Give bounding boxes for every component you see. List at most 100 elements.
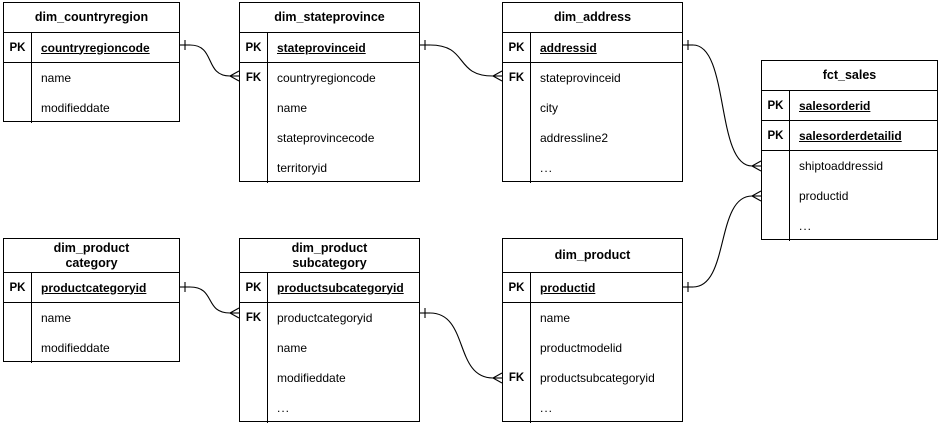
relationship-line <box>692 44 753 167</box>
attribute-name: productid <box>799 189 849 203</box>
attribute-name: territoryid <box>277 161 328 175</box>
key-badge-pk: PK <box>762 91 790 120</box>
attribute-name: name <box>41 71 72 85</box>
crowfoot-prong-upper <box>229 70 240 77</box>
attribute-row[interactable]: stateprovincecode <box>240 123 419 153</box>
attribute-row[interactable]: name <box>240 333 419 363</box>
attribute-row[interactable]: PK stateprovinceid <box>240 33 419 63</box>
attribute-name: productid <box>540 280 596 295</box>
relationship-line <box>692 195 753 288</box>
key-badge-empty <box>762 211 790 241</box>
relationship-line <box>189 44 231 77</box>
key-badge-empty <box>240 153 268 183</box>
attribute-row[interactable]: name <box>503 303 682 333</box>
key-badge-empty <box>762 181 790 211</box>
attribute-name: ... <box>799 219 813 233</box>
attribute-row[interactable]: modifieddate <box>4 333 179 363</box>
attribute-name: shiptoaddressid <box>799 159 884 173</box>
crowfoot-prong-lower <box>229 75 240 82</box>
attribute-row[interactable]: modifieddate <box>240 363 419 393</box>
attribute-row[interactable]: ... <box>240 393 419 423</box>
attribute-row[interactable]: productid <box>762 181 937 211</box>
relationship-product-to-fctsales[interactable] <box>683 190 762 292</box>
crowfoot-prong-lower <box>229 312 240 319</box>
attribute-name: salesorderid <box>799 98 871 113</box>
crowfoot-prong-lower <box>492 75 503 82</box>
attribute-row[interactable]: territoryid <box>240 153 419 183</box>
key-badge-fk: FK <box>240 303 268 333</box>
relationship-stateprovince-to-address[interactable] <box>420 40 503 82</box>
attribute-name: ... <box>540 161 554 175</box>
relationship-line <box>189 286 231 314</box>
attribute-name: modifieddate <box>41 101 110 115</box>
relationship-productcategory-to-subcategory[interactable] <box>180 282 240 319</box>
attribute-name: stateprovinceid <box>540 71 621 85</box>
relationship-subcategory-to-product[interactable] <box>420 308 503 384</box>
relationship-countryregion-to-stateprovince[interactable] <box>180 40 240 82</box>
attribute-name: name <box>277 101 308 115</box>
attribute-row[interactable]: ... <box>503 393 682 423</box>
key-badge-pk: PK <box>240 33 268 62</box>
key-badge-empty <box>240 333 268 363</box>
attribute-row[interactable]: ... <box>762 211 937 241</box>
entity-title: dim_product <box>503 239 682 273</box>
relationship-line <box>429 312 494 379</box>
attribute-name: name <box>41 311 72 325</box>
attribute-row[interactable]: PK salesorderid <box>762 91 937 121</box>
relationship-line <box>429 44 494 77</box>
attribute-name: stateprovinceid <box>277 40 366 55</box>
attribute-row[interactable]: ... <box>503 153 682 183</box>
crowfoot-prong-upper <box>229 307 240 314</box>
crowfoot-prong-lower <box>751 165 762 172</box>
key-badge-empty <box>240 363 268 393</box>
attribute-name: countryregioncode <box>41 40 150 55</box>
attribute-name: modifieddate <box>277 371 346 385</box>
key-badge-fk: FK <box>503 363 531 393</box>
attribute-row[interactable]: modifieddate <box>4 93 179 123</box>
attribute-name: productcategoryid <box>41 280 147 295</box>
relationship-address-to-fctsales[interactable] <box>683 40 762 172</box>
attribute-row[interactable]: name <box>4 303 179 333</box>
key-badge-empty <box>240 123 268 153</box>
crowfoot-prong-upper <box>492 70 503 77</box>
attribute-row[interactable]: name <box>240 93 419 123</box>
attribute-name: productmodelid <box>540 341 623 355</box>
key-badge-pk: PK <box>762 121 790 150</box>
attribute-row[interactable]: city <box>503 93 682 123</box>
key-badge-empty <box>503 93 531 123</box>
crowfoot-prong-upper <box>492 372 503 379</box>
attribute-name: countryregioncode <box>277 71 376 85</box>
attribute-name: addressid <box>540 40 597 55</box>
attribute-name: city <box>540 101 558 115</box>
attribute-row[interactable]: addressline2 <box>503 123 682 153</box>
attribute-row[interactable]: name <box>4 63 179 93</box>
attribute-row[interactable]: productmodelid <box>503 333 682 363</box>
attribute-row[interactable]: shiptoaddressid <box>762 151 937 181</box>
key-badge-empty <box>503 303 531 333</box>
crowfoot-prong-lower <box>751 195 762 202</box>
attribute-name: name <box>540 311 571 325</box>
